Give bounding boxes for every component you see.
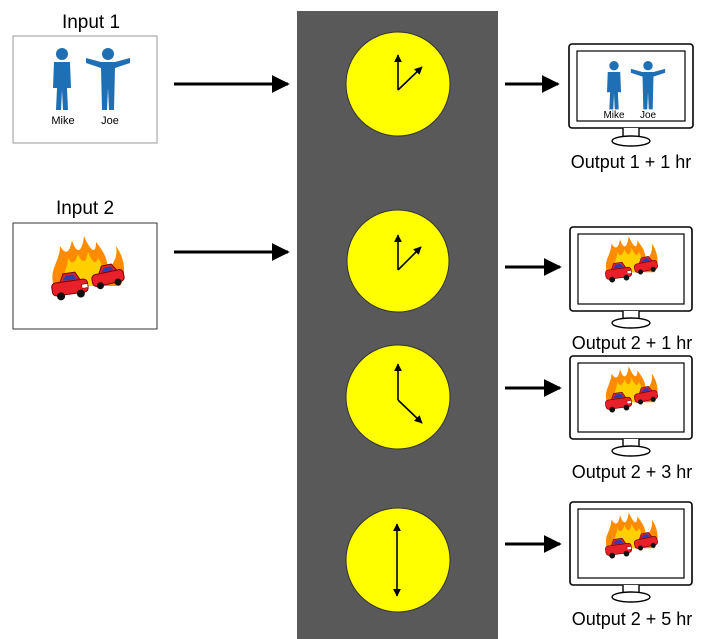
clock-icon xyxy=(345,31,451,137)
monitor-icon xyxy=(568,43,694,147)
clock-icon xyxy=(345,344,451,450)
output-1-label: Output 1 + 1 hr xyxy=(571,152,692,172)
person-name-joe: Joe xyxy=(640,110,657,121)
clock-icon xyxy=(345,507,451,613)
output-2-3hr-label: Output 2 + 3 hr xyxy=(572,462,693,482)
clock-icon xyxy=(346,209,450,313)
input-1-label: Input 1 xyxy=(62,12,120,33)
input-2-label: Input 2 xyxy=(56,198,114,219)
output-2-5hr-label: Output 2 + 5 hr xyxy=(572,609,693,629)
person-name-joe: Joe xyxy=(101,115,119,127)
output-2-1hr-label: Output 2 + 1 hr xyxy=(572,333,693,353)
person-name-mike: Mike xyxy=(603,110,625,121)
person-name-mike: Mike xyxy=(51,115,74,127)
input-1-panel xyxy=(12,35,158,144)
